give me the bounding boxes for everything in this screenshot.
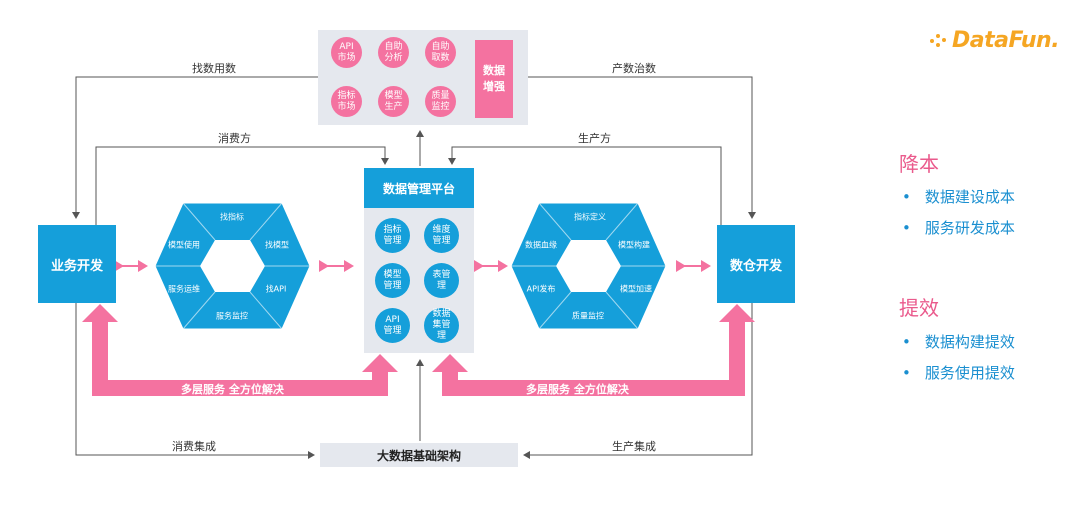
band-right [432, 304, 755, 396]
platform-metric-mgmt: 指标 管理 [375, 218, 410, 253]
data-enhance-box: 数据 增强 [475, 40, 513, 118]
right-hex-model-build: 模型构建 [618, 240, 650, 250]
service-metric-market: 指标 市场 [331, 86, 362, 117]
platform-table-mgmt: 表管 理 [424, 263, 459, 298]
big-data-infra-box: 大数据基础架构 [320, 443, 518, 467]
platform-dataset-mgmt: 数据 集管 理 [424, 308, 459, 343]
service-self-fetch: 自助 取数 [425, 37, 456, 68]
benefit-item: 服务使用提效 [902, 362, 1015, 383]
right-hex-metric-define: 指标定义 [574, 212, 606, 222]
label-consumer: 消费方 [218, 132, 251, 145]
line-produce-integration [523, 302, 753, 459]
service-self-analysis: 自助 分析 [378, 37, 409, 68]
left-hex-find-api: 找API [265, 284, 287, 294]
logo-dots-icon [930, 32, 950, 50]
benefit-item: 服务研发成本 [902, 217, 1015, 238]
line-consume-integration [75, 302, 315, 459]
right-hex-data-lineage: 数据血缘 [525, 240, 557, 250]
line-produce-govern [528, 76, 756, 219]
business-dev-box: 业务开发 [38, 225, 116, 303]
benefit-item: 数据构建提效 [902, 331, 1015, 352]
band-left-label: 多层服务 全方位解决 [181, 383, 284, 396]
left-hex-find-metric: 找指标 [220, 212, 244, 222]
platform-api-mgmt: API 管理 [375, 308, 410, 343]
band-right-label: 多层服务 全方位解决 [526, 383, 629, 396]
logo-text: DataFun. [952, 28, 1060, 53]
label-producer: 生产方 [578, 132, 611, 145]
left-hex-find-model: 找模型 [265, 240, 289, 250]
service-quality-monitor: 质量 监控 [425, 86, 456, 117]
label-produce-integration: 生产集成 [612, 440, 656, 453]
service-api-market: API 市场 [331, 37, 362, 68]
benefit-item: 数据建设成本 [902, 186, 1015, 207]
band-left [82, 304, 398, 396]
line-consumer [95, 146, 389, 225]
platform-dimension-mgmt: 维度 管理 [424, 218, 459, 253]
left-hex-service-monitor: 服务监控 [216, 311, 248, 321]
platform-model-mgmt: 模型 管理 [375, 263, 410, 298]
datafun-logo: DataFun. [930, 28, 1060, 53]
label-produce-govern: 产数治数 [612, 62, 656, 75]
benefit-title-cost: 降本 [899, 152, 939, 176]
left-hex-service-ops: 服务运维 [168, 284, 200, 294]
right-hexagon [510, 202, 667, 330]
right-hex-quality-monitor: 质量监控 [572, 311, 604, 321]
service-model-production: 模型 生产 [378, 86, 409, 117]
line-find-data [72, 76, 318, 219]
right-hex-model-accelerate: 模型加速 [620, 284, 652, 294]
warehouse-dev-box: 数仓开发 [717, 225, 795, 303]
left-hex-model-use: 模型使用 [168, 240, 200, 250]
line-producer [448, 146, 722, 225]
label-consume-integration: 消费集成 [172, 440, 216, 453]
label-find-data: 找数用数 [192, 62, 236, 75]
left-hexagon [154, 202, 311, 330]
benefit-title-efficiency: 提效 [899, 296, 939, 320]
data-platform-title: 数据管理平台 [364, 168, 474, 208]
right-hex-api-publish: API发布 [526, 284, 556, 294]
